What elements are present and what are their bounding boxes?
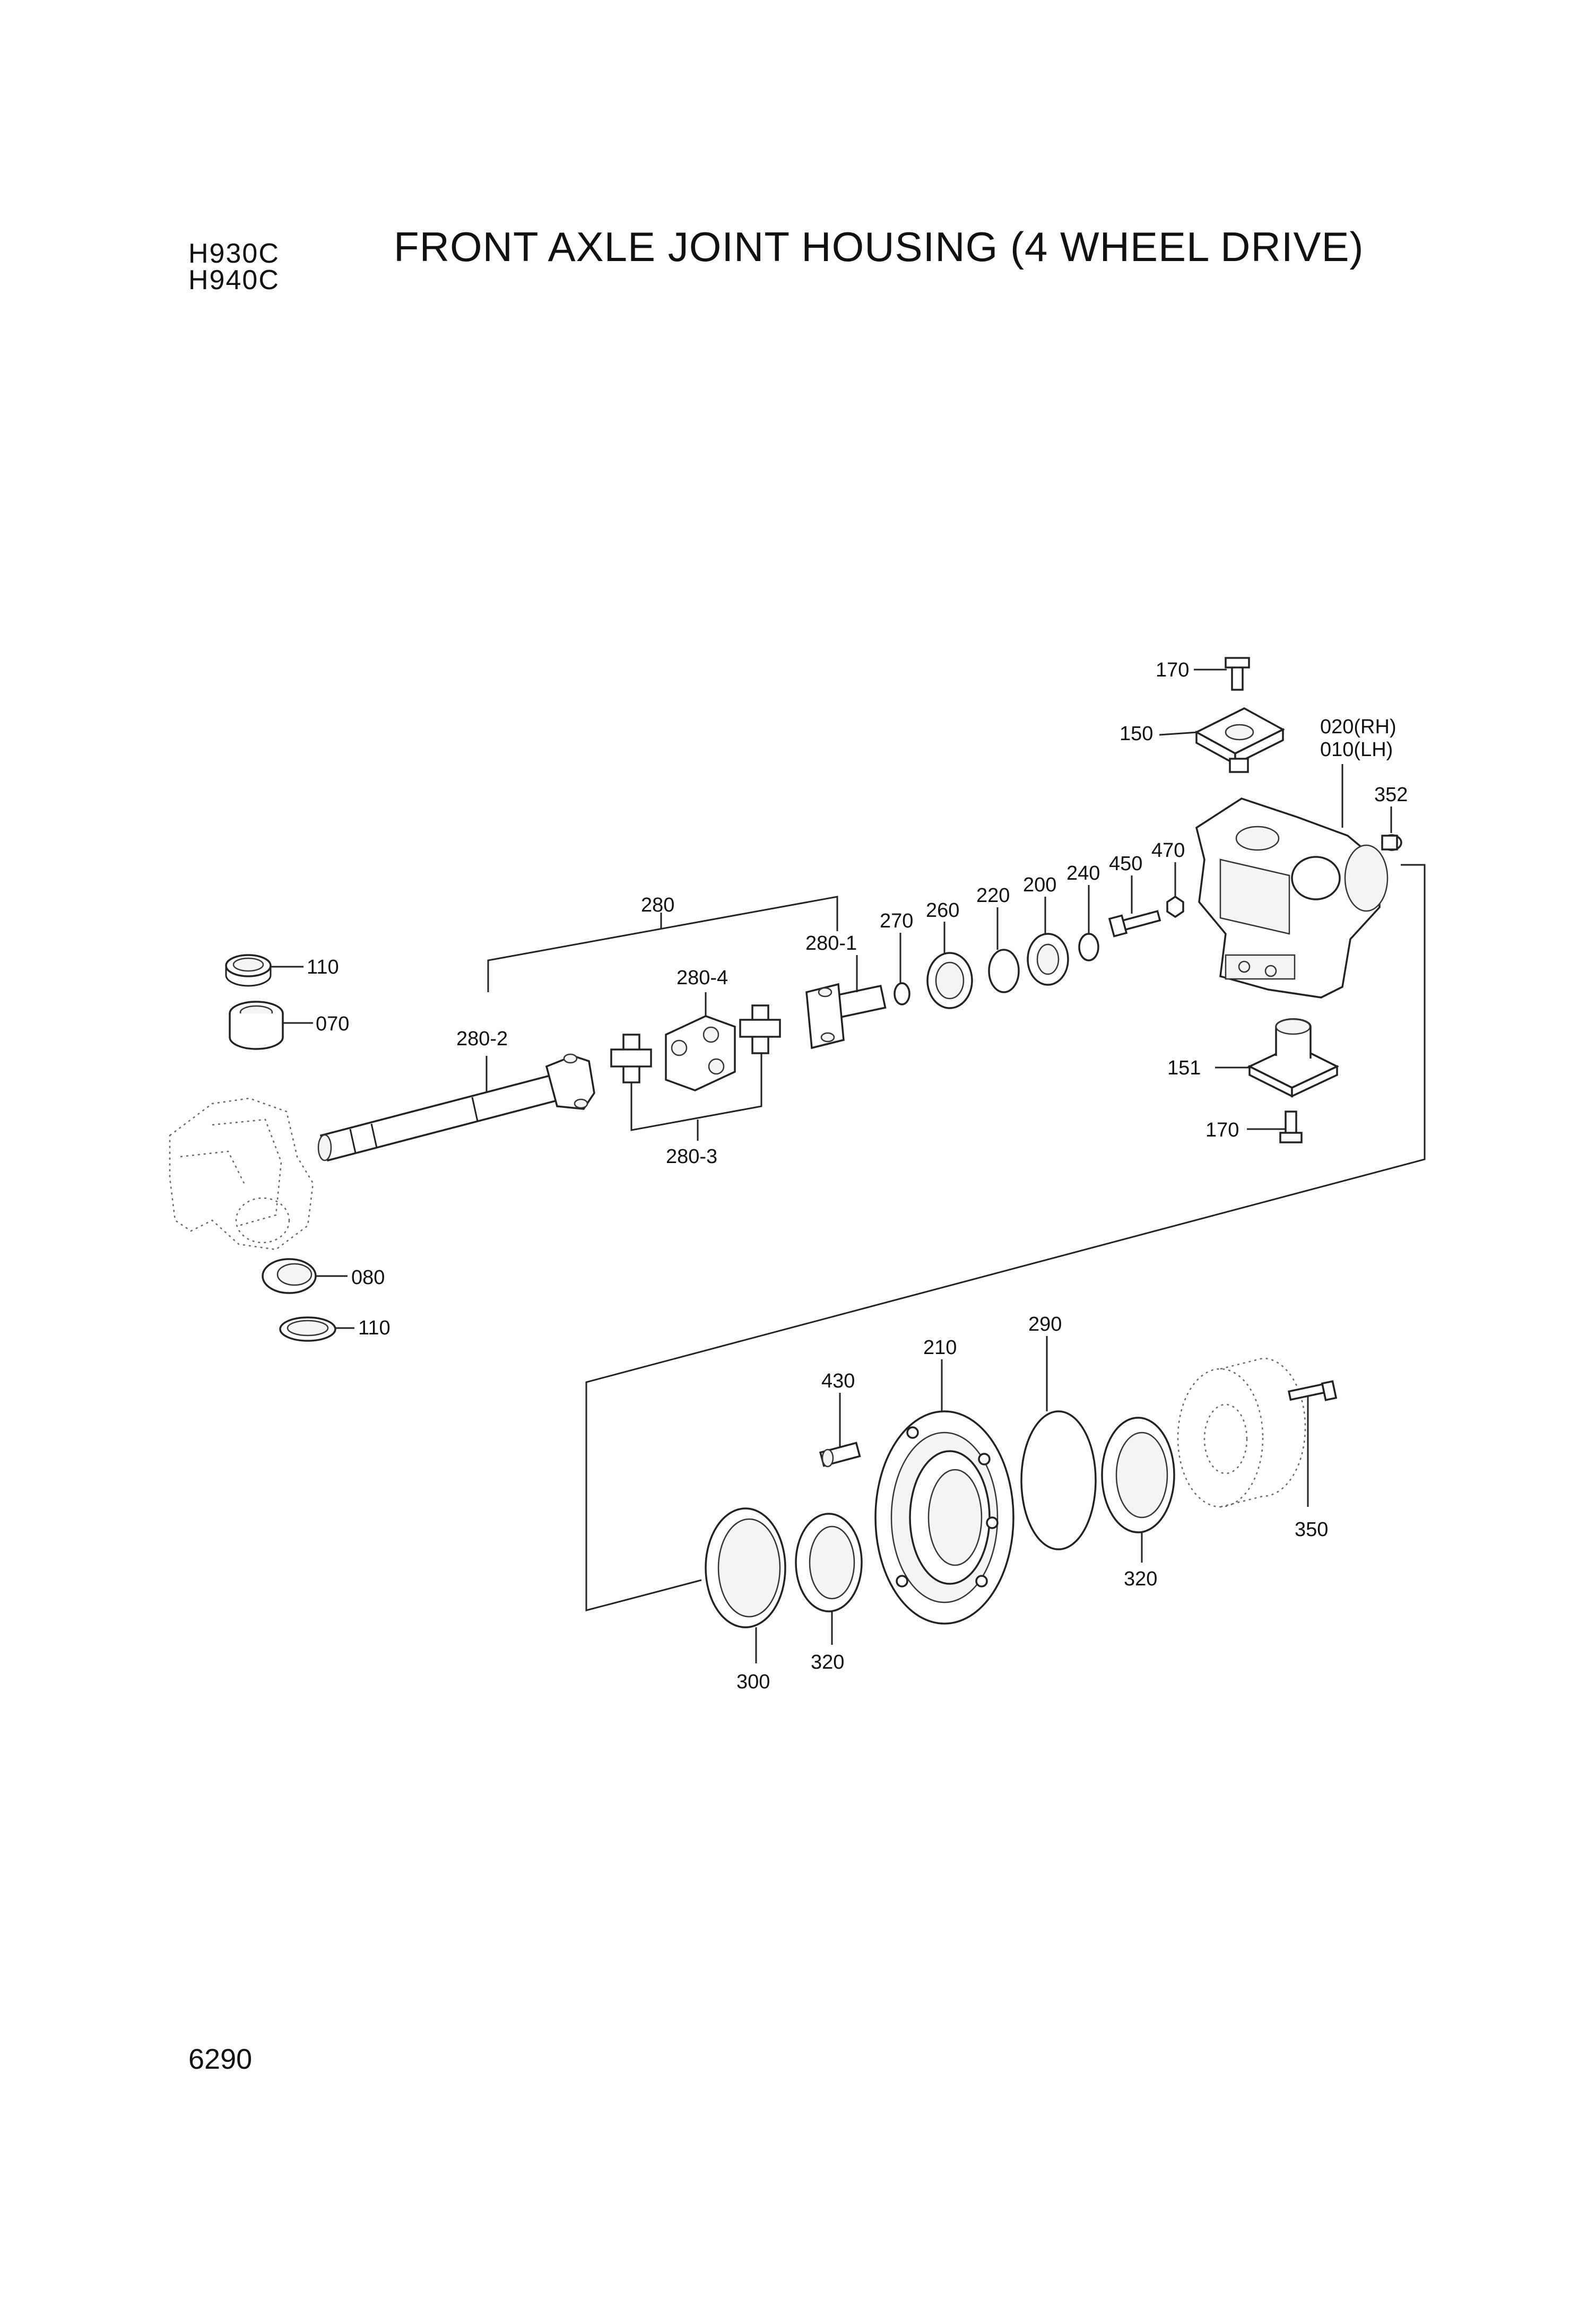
callout-320-left: 320: [811, 1651, 844, 1673]
outer-yoke-280-1-part: [805, 983, 887, 1049]
stud-430-part: [819, 1442, 861, 1468]
snap-ring-220-part: [988, 949, 1020, 993]
page-title: FRONT AXLE JOINT HOUSING (4 WHEEL DRIVE): [394, 223, 1364, 270]
callout-280-3: 280-3: [666, 1146, 717, 1168]
center-yoke-280-4-part: [665, 1015, 736, 1091]
model-code-1: H930C: [188, 238, 280, 269]
king-pin-bolt-bottom-part: [1279, 1111, 1303, 1143]
king-pin-bolt-top-part: [1225, 657, 1250, 691]
callout-080: 080: [351, 1267, 385, 1289]
grouping-lines: [485, 864, 1426, 1611]
bearing-080-part: [262, 1258, 317, 1294]
seal-260-part: [926, 952, 973, 1009]
leader-lines: [271, 669, 1392, 1663]
callout-110-top: 110: [307, 956, 339, 978]
cross-spider-left-part: [610, 1034, 652, 1083]
cross-spider-right-part: [739, 1004, 781, 1054]
king-pin-cap-150-part: [1194, 707, 1285, 773]
callout-labels: 170 150 020(RH) 010(LH) 352 470 450 240 …: [307, 659, 1408, 1693]
king-pin-151-part: [1247, 1018, 1340, 1098]
seal-110-top-part: [225, 954, 272, 987]
bearing-200-part: [1027, 933, 1069, 986]
model-code-2: H940C: [188, 265, 280, 296]
callout-270: 270: [880, 910, 913, 932]
brake-drum-phantom-part: [1177, 1357, 1306, 1508]
plug-352-part: [1381, 834, 1402, 851]
callout-210: 210: [923, 1337, 957, 1359]
callout-300: 300: [736, 1671, 770, 1693]
callout-450: 450: [1109, 853, 1142, 875]
callout-110-bottom: 110: [358, 1317, 391, 1339]
callout-352: 352: [1374, 784, 1408, 806]
page-number: 6290: [188, 2043, 253, 2075]
bearing-320-right-part: [1101, 1417, 1175, 1533]
axle-housing-phantom-part: [169, 1097, 314, 1251]
callout-320-right: 320: [1124, 1568, 1157, 1590]
bushing-070-part: [229, 1001, 284, 1050]
callout-020-rh: 020(RH): [1320, 716, 1396, 738]
snap-ring-270-part: [894, 982, 910, 1005]
callout-280-2: 280-2: [456, 1028, 508, 1050]
callout-220: 220: [976, 884, 1010, 907]
callout-170-top: 170: [1156, 659, 1189, 681]
snap-ring-240-part: [1078, 933, 1099, 961]
bolt-350-part: [1288, 1380, 1338, 1401]
wheel-hub-210-part: [874, 1410, 1014, 1625]
callout-170-bottom: 170: [1205, 1119, 1239, 1141]
callout-280-1: 280-1: [805, 932, 857, 955]
callout-260: 260: [926, 899, 959, 922]
callout-430: 430: [821, 1370, 855, 1392]
bearing-320-left-part: [795, 1513, 863, 1612]
bolt-450-part: [1108, 910, 1161, 938]
callout-240: 240: [1066, 862, 1100, 884]
callout-280: 280: [641, 894, 674, 916]
callout-151: 151: [1167, 1057, 1201, 1079]
callout-350: 350: [1295, 1519, 1328, 1541]
callout-010-lh: 010(LH): [1320, 739, 1393, 761]
callout-070: 070: [316, 1013, 349, 1035]
o-ring-290-part: [1020, 1410, 1097, 1550]
callout-290: 290: [1028, 1313, 1062, 1335]
seal-300-part: [705, 1507, 786, 1628]
axle-shaft-280-2-part: [317, 1053, 595, 1162]
callout-150: 150: [1120, 723, 1153, 745]
callout-470: 470: [1151, 839, 1185, 862]
nut-470-part: [1166, 895, 1184, 918]
seal-110-bottom-part: [279, 1316, 336, 1342]
callout-200: 200: [1023, 874, 1056, 896]
joint-housing-020-part: [1195, 797, 1389, 999]
callout-280-4: 280-4: [676, 967, 728, 989]
